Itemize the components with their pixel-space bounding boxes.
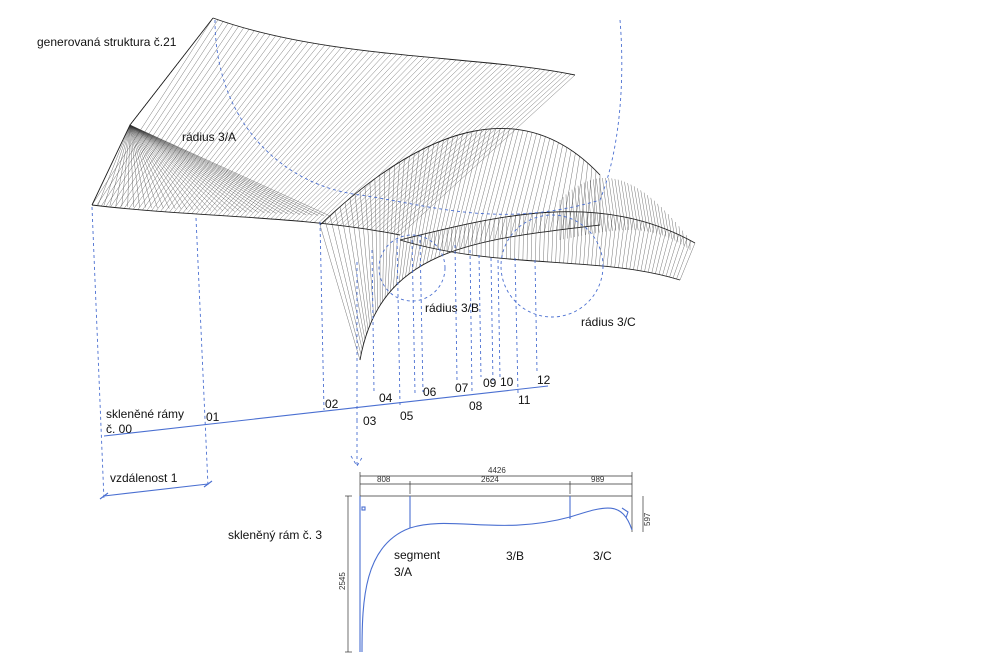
radius-3b-label: rádius 3/B [425,301,479,315]
frames-label-line1: skleněné rámy [106,407,184,421]
dim-b: 2624 [481,475,499,484]
frames-label-line2: č. 00 [106,422,132,436]
segment-label-line1: segment [394,548,441,562]
frame-number: 04 [379,391,393,405]
frame-number: 05 [400,409,414,423]
frame-number: 08 [469,399,483,413]
frame-number: 01 [206,410,220,424]
frame3-pointer-arrow [350,420,364,467]
frame-number-labels: 01 02 03 04 05 06 07 08 09 10 11 12 [206,373,551,428]
diagram-title: generovaná struktura č.21 [37,35,177,49]
segment-3c-label: 3/C [593,549,612,563]
segment-3b-label: 3/B [506,549,524,563]
frame-number: 07 [455,381,469,395]
frame3-label: skleněný rám č. 3 [228,528,322,542]
radius-3c-label: rádius 3/C [581,315,636,329]
dim-total: 4426 [488,466,506,475]
frame3-curve [361,507,633,653]
wireframe-structure [91,17,696,361]
radius-3a-arc [214,19,623,215]
segment-label-line2: 3/A [394,565,412,579]
frame-number: 10 [500,375,514,389]
dim-height-right: 597 [643,512,652,526]
frame-projection-lines [91,206,538,501]
distance-dimension [99,480,213,500]
dim-c: 989 [591,475,605,484]
frame-number: 02 [325,397,339,411]
frame-number: 11 [518,393,531,407]
frame3-detail [345,472,644,653]
dim-a: 808 [377,475,391,484]
dim-height-left: 2545 [338,572,347,590]
frame-number: 03 [363,414,377,428]
frame-number: 06 [423,385,437,399]
radius-3a-label: rádius 3/A [182,130,236,144]
radius-guides [214,19,623,318]
distance-label: vzdálenost 1 [110,471,178,485]
radius-3b-circle [378,234,446,302]
frame-number: 09 [483,376,497,390]
radius-3c-circle [500,214,604,318]
frames-baseline [103,385,549,437]
frame-number: 12 [537,373,551,387]
